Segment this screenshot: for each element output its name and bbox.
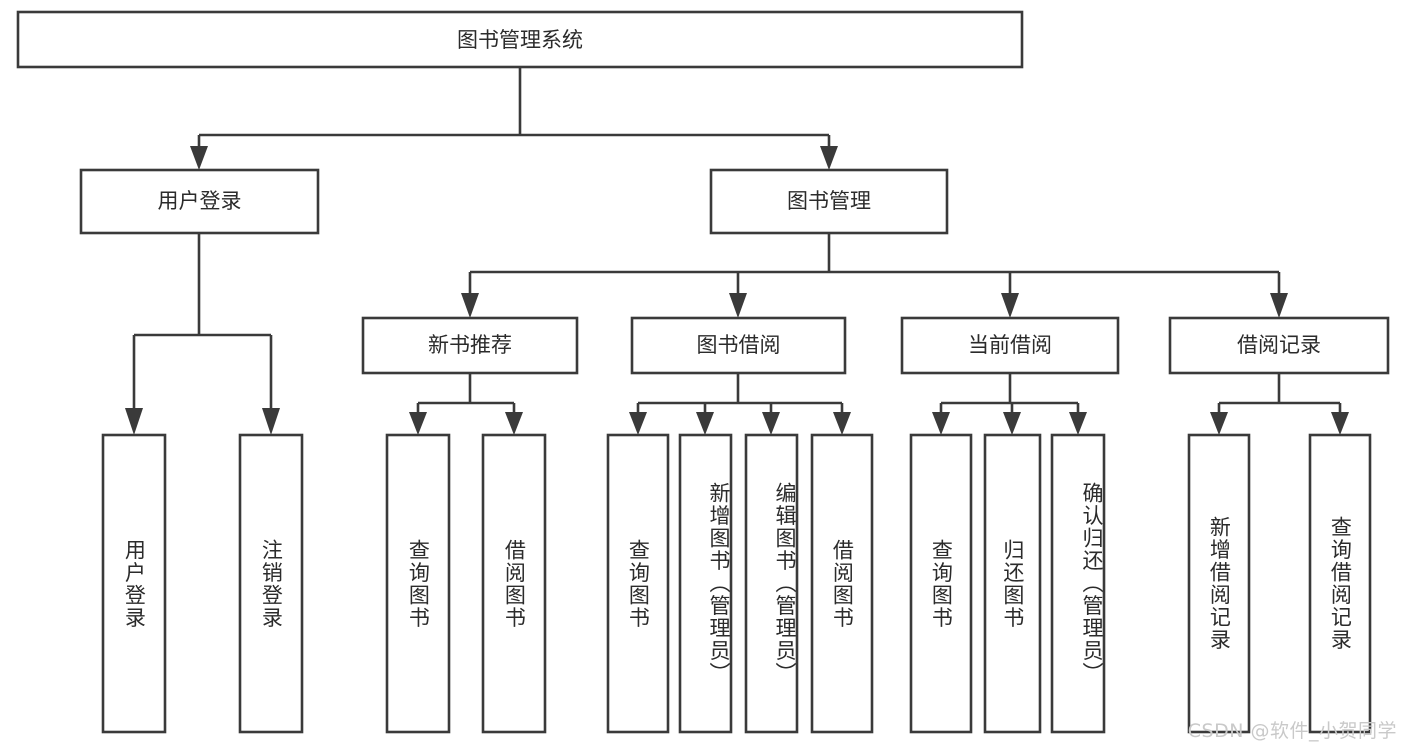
arrow-head-leaf-borrow-book bbox=[833, 412, 851, 435]
node-user-login-box[interactable] bbox=[79, 168, 320, 235]
leaf-return-book-box[interactable] bbox=[983, 433, 1042, 734]
node-user-login[interactable]: 用户登录 bbox=[79, 168, 320, 235]
arrow-head-leaf-confirm-return-admin bbox=[1069, 412, 1087, 435]
leaf-add-borrow-record-box[interactable] bbox=[1187, 433, 1251, 734]
node-user-login-label: 用户登录 bbox=[158, 189, 242, 213]
node-current-borrow-label: 当前借阅 bbox=[968, 333, 1052, 357]
node-borrow-record-box[interactable] bbox=[1168, 316, 1390, 375]
node-book-borrow[interactable]: 图书借阅 bbox=[630, 316, 847, 375]
leaf-borrow-book-box[interactable] bbox=[810, 433, 874, 734]
arrow-head-leaf-query-book-current bbox=[932, 412, 950, 435]
leaf-query-book-recommend-box[interactable] bbox=[385, 433, 451, 734]
leaf-logout-box[interactable] bbox=[238, 433, 304, 734]
leaf-confirm-return-admin-box[interactable] bbox=[1050, 433, 1106, 734]
node-current-borrow[interactable]: 当前借阅 bbox=[900, 316, 1120, 375]
arrow-head-user-login bbox=[190, 146, 208, 170]
node-new-book-recommend-box[interactable] bbox=[361, 316, 579, 375]
arrow-head-borrow-record bbox=[1270, 293, 1288, 318]
arrow-head-leaf-user-login bbox=[125, 408, 143, 435]
node-root-box[interactable] bbox=[16, 10, 1024, 69]
node-new-book-recommend[interactable]: 新书推荐 bbox=[361, 316, 579, 375]
arrow-head-leaf-return-book bbox=[1003, 412, 1021, 435]
node-root[interactable]: 图书管理系统 bbox=[16, 10, 1024, 69]
arrow-head-leaf-logout bbox=[262, 408, 280, 435]
arrow-head-leaf-query-book-borrow bbox=[629, 412, 647, 435]
leaf-borrow-book-recommend-box[interactable] bbox=[481, 433, 547, 734]
arrow-head-leaf-add-book-admin bbox=[696, 412, 714, 435]
node-current-borrow-box[interactable] bbox=[900, 316, 1120, 375]
leaf-query-book-borrow-box[interactable] bbox=[606, 433, 670, 734]
node-book-management[interactable]: 图书管理 bbox=[709, 168, 949, 235]
node-borrow-record-label: 借阅记录 bbox=[1237, 333, 1321, 357]
node-borrow-record[interactable]: 借阅记录 bbox=[1168, 316, 1390, 375]
leaf-add-book-admin-box[interactable] bbox=[678, 433, 733, 734]
arrow-head-leaf-borrow-book-recommend bbox=[505, 412, 523, 435]
node-new-book-recommend-label: 新书推荐 bbox=[428, 333, 512, 357]
leaf-edit-book-admin-box[interactable] bbox=[744, 433, 799, 734]
arrow-head-book-borrow bbox=[729, 293, 747, 318]
node-root-label: 图书管理系统 bbox=[457, 28, 583, 52]
arrow-head-leaf-query-book-recommend bbox=[409, 412, 427, 435]
arrow-head-new-book-recommend bbox=[461, 293, 479, 318]
node-book-borrow-box[interactable] bbox=[630, 316, 847, 375]
node-book-management-label: 图书管理 bbox=[787, 189, 871, 213]
arrow-head-book-management bbox=[820, 146, 838, 170]
arrow-head-leaf-edit-book-admin bbox=[762, 412, 780, 435]
node-book-management-box[interactable] bbox=[709, 168, 949, 235]
leaf-user-login-box[interactable] bbox=[101, 433, 167, 734]
connectors-group bbox=[125, 67, 1349, 435]
arrow-head-current-borrow bbox=[1001, 293, 1019, 318]
leaf-query-book-current-box[interactable] bbox=[909, 433, 973, 734]
arrow-head-leaf-add-borrow-record bbox=[1210, 412, 1228, 435]
node-book-borrow-label: 图书借阅 bbox=[697, 333, 781, 357]
arrow-head-leaf-query-borrow-record bbox=[1331, 412, 1349, 435]
leaf-boxes-group bbox=[101, 433, 1372, 734]
leaf-query-borrow-record-box[interactable] bbox=[1308, 433, 1372, 734]
